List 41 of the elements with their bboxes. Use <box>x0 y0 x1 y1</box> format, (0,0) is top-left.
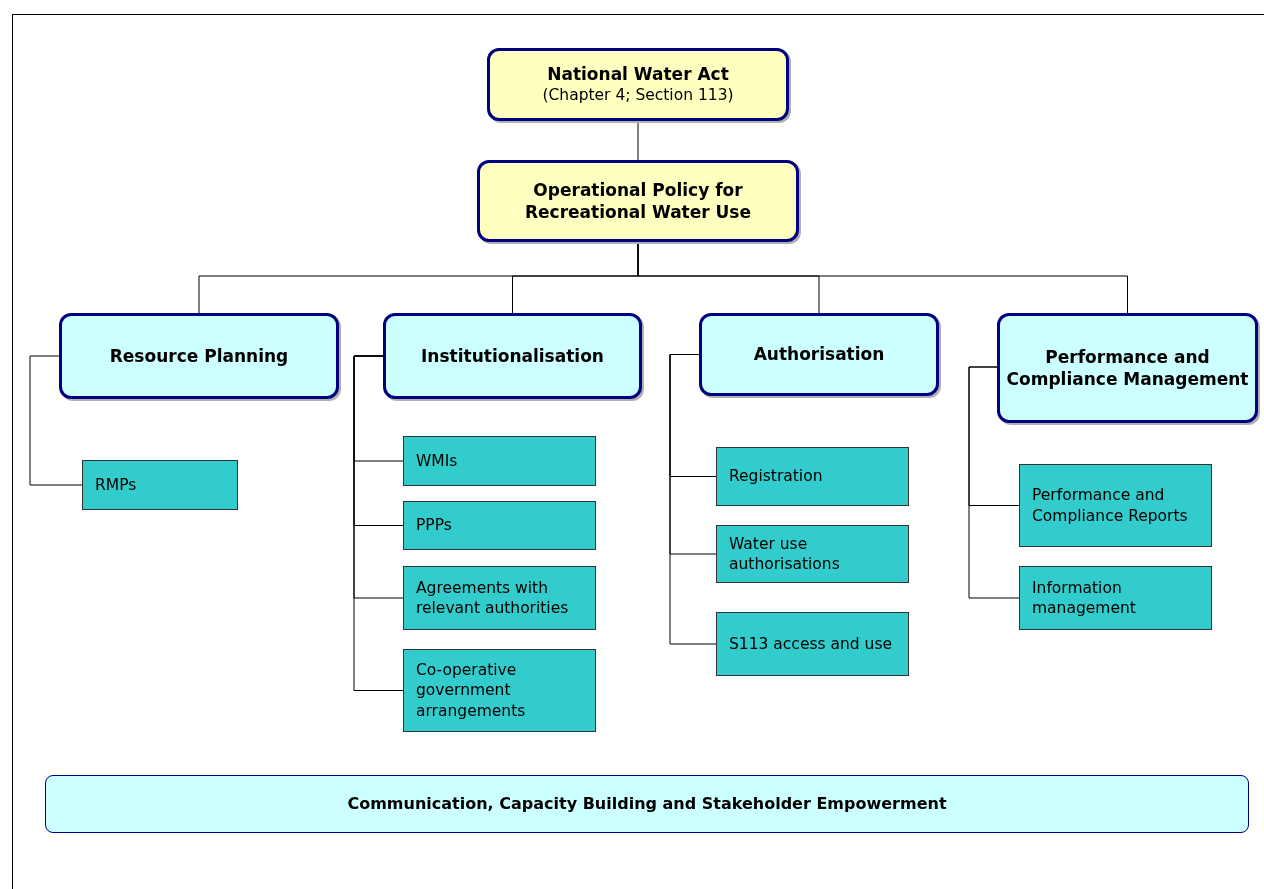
item-box <box>716 525 909 583</box>
box-label: Agreements with relevant authorities <box>416 577 570 619</box>
subtitle-text: (Chapter 4; Section 113) <box>542 85 734 106</box>
connector-line <box>29 355 83 486</box>
heading-box <box>477 160 799 242</box>
item-box <box>716 612 909 676</box>
box-label: Performance and Compliance Management <box>1005 345 1250 391</box>
box-label: Communication, Capacity Building and Stakeholder Empowerment <box>347 793 947 815</box>
connector-line <box>353 355 404 691</box>
box-label: RMPs <box>95 474 137 496</box>
box-label: Institutionalisation <box>421 344 604 368</box>
box-label: Resource Planning <box>109 344 289 368</box>
item-box <box>403 566 596 630</box>
heading-box <box>997 313 1258 423</box>
box-label: Information management <box>1032 577 1137 619</box>
heading-box <box>383 313 642 399</box>
connector-line <box>968 366 1020 599</box>
banner-box <box>45 775 1249 833</box>
heading-box <box>487 48 789 121</box>
item-box <box>82 460 238 510</box>
item-box <box>1019 566 1212 630</box>
box-label: Authorisation <box>753 343 885 366</box>
item-box <box>716 447 909 506</box>
box-label: WMIs <box>416 450 458 472</box>
box-label: National Water Act <box>547 63 729 86</box>
box-label: Performance and Compliance Reports <box>1032 485 1189 526</box>
box-label: Co-operative government arrangements <box>416 660 527 721</box>
connector-line <box>637 241 1128 314</box>
item-box <box>1019 464 1212 547</box>
connector-line <box>637 120 639 161</box>
box-label: Water use authorisations <box>729 533 841 575</box>
heading-box <box>699 313 939 396</box>
box-label: PPPs <box>416 515 452 536</box>
box-label: Registration <box>729 466 823 487</box>
connector-line <box>669 354 717 645</box>
item-box <box>403 649 596 732</box>
item-box <box>403 501 596 550</box>
heading-box <box>59 313 339 399</box>
box-label: Operational Policy for Recreational Water Use <box>523 178 753 224</box>
box-label: S113 access and use <box>729 633 893 655</box>
item-box <box>403 436 596 486</box>
